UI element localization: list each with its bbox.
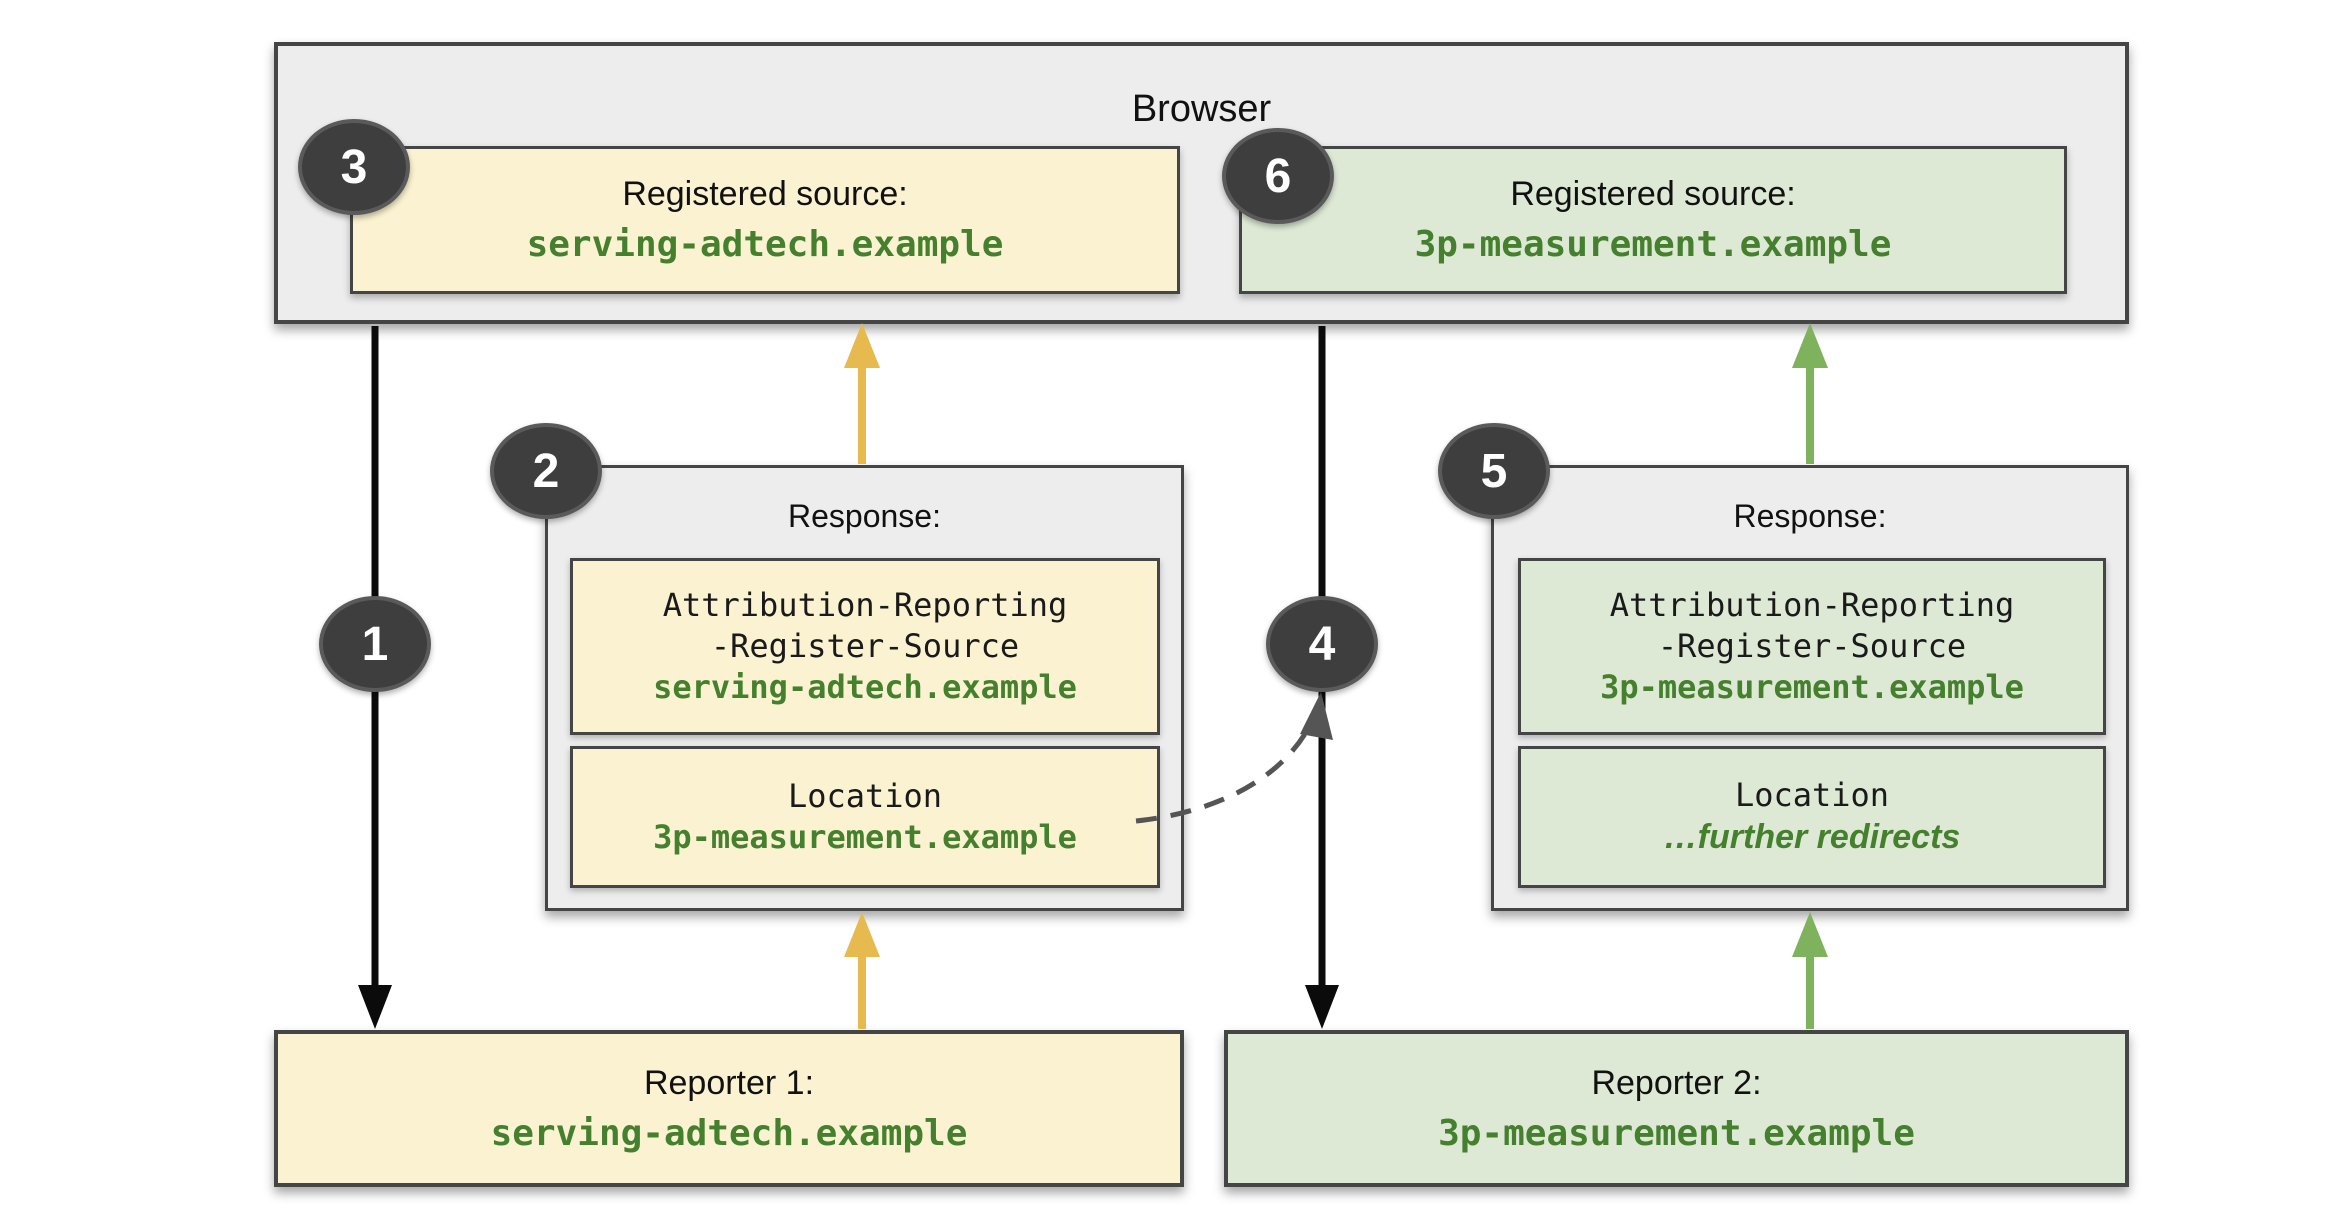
response-2-header-line1: Attribution-Reporting: [1609, 586, 2015, 625]
response-2-location-value: …further redirects: [1663, 817, 1961, 856]
registered-source-2-box: Registered source: 3p-measurement.exampl…: [1239, 146, 2067, 294]
step-badge-4: 4: [1266, 596, 1378, 692]
browser-box: Browser Registered source: serving-adtec…: [274, 42, 2129, 324]
response-1-location-value: 3p-measurement.example: [653, 818, 1077, 856]
reporter-1-label: Reporter 1:: [643, 1063, 815, 1102]
response-2-header-domain: 3p-measurement.example: [1600, 667, 2024, 706]
registered-source-1-label: Registered source:: [622, 175, 908, 213]
step-badge-3: 3: [298, 119, 410, 215]
reporter-2-domain: 3p-measurement.example: [1438, 1112, 1915, 1154]
response-1-header-box: Attribution-Reporting -Register-Source s…: [570, 558, 1160, 735]
response-2-location-box: Location …further redirects: [1518, 746, 2106, 888]
response-1-box: Response: Attribution-Reporting -Registe…: [545, 465, 1184, 911]
step-badge-5: 5: [1438, 423, 1550, 519]
reporter-1-box: Reporter 1: serving-adtech.example: [274, 1030, 1184, 1187]
response-1-header-line1: Attribution-Reporting: [662, 586, 1068, 625]
reporter-1-domain: serving-adtech.example: [490, 1112, 968, 1154]
response-1-title: Response:: [788, 498, 941, 534]
registered-source-2-label: Registered source:: [1510, 175, 1796, 213]
response-2-header-line2: -Register-Source: [1657, 627, 1967, 666]
reporter-2-box: Reporter 2: 3p-measurement.example: [1224, 1030, 2129, 1187]
response-2-header-box: Attribution-Reporting -Register-Source 3…: [1518, 558, 2106, 735]
response-1-header-line2: -Register-Source: [710, 627, 1020, 666]
response-1-location-box: Location 3p-measurement.example: [570, 746, 1160, 888]
response-2-title: Response:: [1733, 498, 1887, 534]
browser-title: Browser: [1131, 88, 1272, 130]
response-1-header-domain: serving-adtech.example: [653, 667, 1077, 706]
arrow-reporter1-to-response1-icon: [844, 912, 880, 1029]
step-badge-6: 6: [1222, 128, 1334, 224]
step-badge-2: 2: [490, 423, 602, 519]
arrow-reporter2-to-response2-icon: [1792, 912, 1828, 1029]
registered-source-2-domain: 3p-measurement.example: [1414, 224, 1892, 265]
arrow-step3-response1-to-browser-icon: [844, 323, 880, 464]
response-2-location-label: Location: [1734, 775, 1890, 814]
step-badge-1: 1: [319, 596, 431, 692]
response-2-box: Response: Attribution-Reporting -Registe…: [1491, 465, 2129, 911]
registered-source-1-box: Registered source: serving-adtech.exampl…: [350, 146, 1180, 294]
response-1-location-label: Location: [787, 777, 943, 816]
arrow-step6-response2-to-browser-icon: [1792, 323, 1828, 464]
reporter-2-label: Reporter 2:: [1591, 1063, 1762, 1102]
registered-source-1-domain: serving-adtech.example: [526, 224, 1004, 265]
